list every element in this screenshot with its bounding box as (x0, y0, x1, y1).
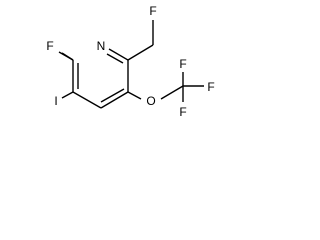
chemical-structure: N F I O F F F F (46, 4, 214, 119)
atom-labels: N F I O F F F F (46, 4, 214, 119)
bond-c3-c4 (72, 91, 102, 109)
substituent-bonds (58, 20, 204, 102)
atom-f-ring: F (46, 39, 53, 53)
bond-c5-o (127, 91, 142, 100)
bond-c4-c5 (100, 91, 129, 109)
bond-o-cf3 (160, 85, 184, 100)
atom-f-methyl: F (149, 4, 156, 18)
atom-f-cf3-bottom: F (179, 105, 186, 119)
atom-n-ring: N (97, 39, 106, 53)
bond-c4-c5-inner (100, 88, 125, 103)
bond-c6-n (108, 48, 129, 61)
atom-iodine: I (54, 94, 57, 108)
ring-bonds (61, 48, 129, 109)
bond-c6-n-inner (106, 53, 124, 64)
atom-f-cf3-top: F (179, 57, 186, 71)
bond-c6-ch2 (127, 44, 154, 61)
bond-c3-i (61, 91, 74, 99)
atom-f-cf3-right: F (207, 80, 214, 94)
atom-oxygen: O (146, 94, 155, 108)
bond-c2-f (58, 51, 74, 61)
